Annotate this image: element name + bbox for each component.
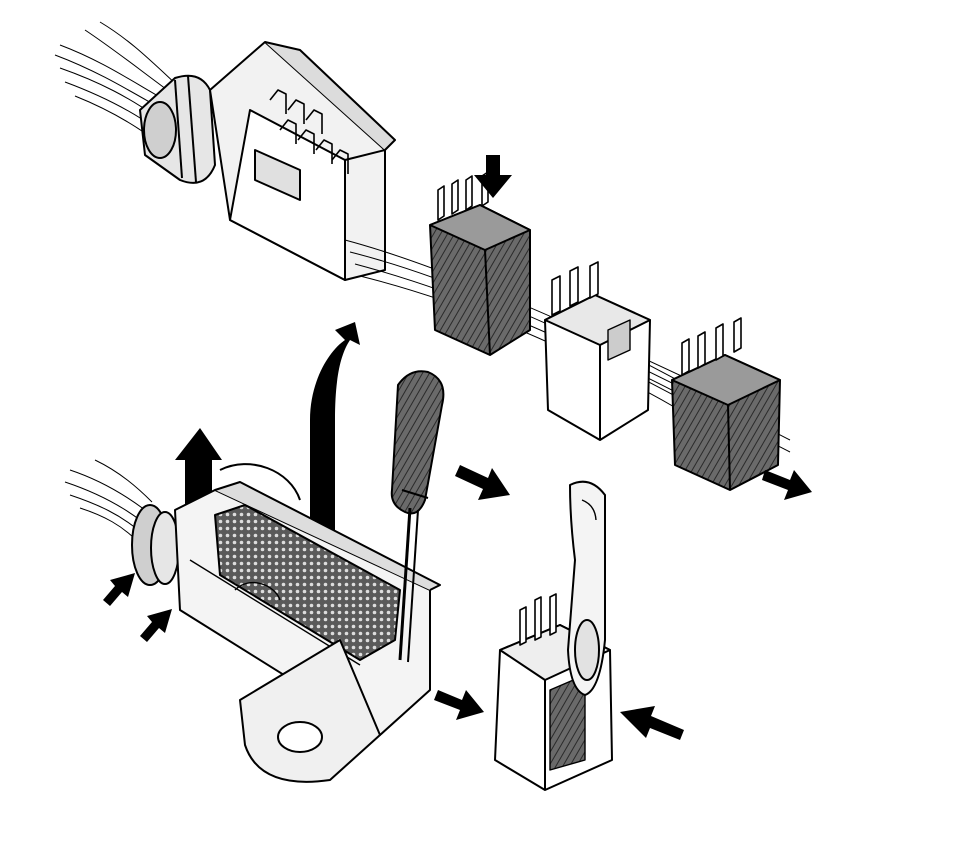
arrow-up-icon	[175, 428, 222, 505]
release-tool-icon	[567, 480, 606, 696]
arrow-right-lower-icon	[434, 690, 484, 720]
lower-wire-bundle	[64, 459, 153, 541]
terminal-block-3	[671, 317, 781, 491]
upper-wire-bundle	[54, 21, 179, 139]
terminal-block-2	[544, 261, 651, 441]
upper-connector-housing	[139, 41, 396, 281]
lower-connector-housing	[131, 463, 441, 783]
curved-arrow-up-icon	[310, 322, 360, 530]
arrow-right-middle-icon	[455, 465, 510, 500]
screwdriver-icon	[390, 370, 445, 663]
terminal-block-lower	[494, 593, 613, 791]
arrow-left-tool-icon	[620, 706, 684, 740]
arrow-left-lower-icon	[140, 609, 172, 642]
terminal-block-1	[429, 171, 531, 356]
arrow-right-block3-icon	[762, 470, 812, 500]
arrow-down-icon	[474, 155, 512, 198]
arrow-left-upper-icon	[103, 573, 135, 606]
